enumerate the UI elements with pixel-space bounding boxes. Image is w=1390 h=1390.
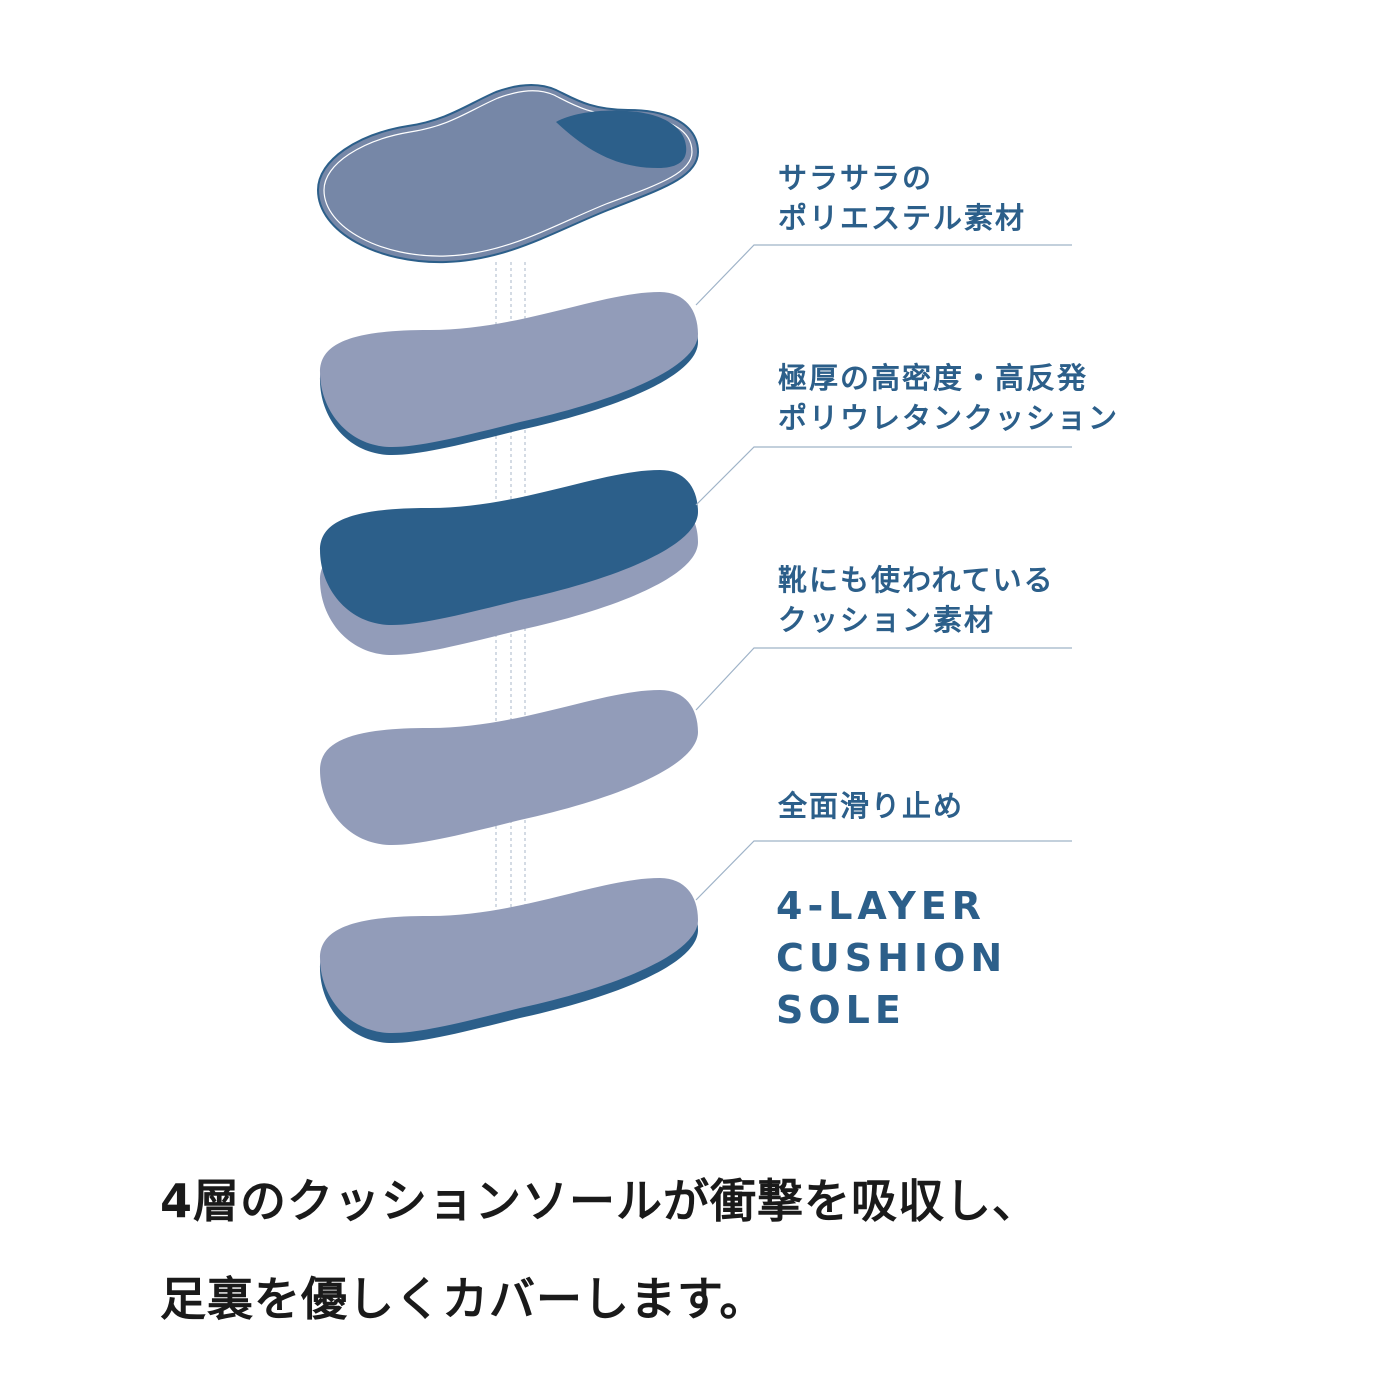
- headline-line: CUSHION: [776, 936, 1008, 980]
- layer-label-polyester: サラサラの ポリエステル素材: [778, 158, 1026, 238]
- description-caption: 4層のクッションソールが衝撃を吸収し、 足裏を優しくカバーします。: [160, 1152, 1039, 1348]
- layer-shoe-cushion-material: [320, 690, 698, 845]
- caption-line: 足裏を優しくカバーします。: [160, 1272, 767, 1326]
- layer-label-anti-slip: 全面滑り止め: [778, 786, 964, 826]
- label-line: ポリウレタンクッション: [778, 401, 1120, 435]
- layer-label-polyurethane: 極厚の高密度・高反発 ポリウレタンクッション: [778, 358, 1119, 438]
- slipper-upper: [316, 84, 700, 264]
- label-line: クッション素材: [778, 603, 996, 637]
- layer-anti-slip: [320, 878, 698, 1043]
- exploded-sole-illustration: [316, 84, 1072, 1043]
- caption-line: 4層のクッションソールが衝撃を吸収し、: [160, 1174, 1040, 1228]
- layer-label-cushion-material: 靴にも使われている クッション素材: [778, 560, 1055, 640]
- layer-polyester-sole: [320, 292, 698, 455]
- leader-lines: [695, 244, 1072, 901]
- label-line: 全面滑り止め: [778, 789, 965, 823]
- layer-polyurethane-cushion: [320, 470, 698, 655]
- label-line: 靴にも使われている: [778, 563, 1055, 597]
- headline-line: SOLE: [776, 988, 906, 1032]
- label-line: 極厚の高密度・高反発: [778, 361, 1089, 395]
- headline-line: 4-LAYER: [776, 884, 986, 928]
- label-line: ポリエステル素材: [778, 201, 1027, 235]
- product-headline: 4-LAYER CUSHION SOLE: [776, 880, 1007, 1036]
- label-line: サラサラの: [778, 161, 934, 195]
